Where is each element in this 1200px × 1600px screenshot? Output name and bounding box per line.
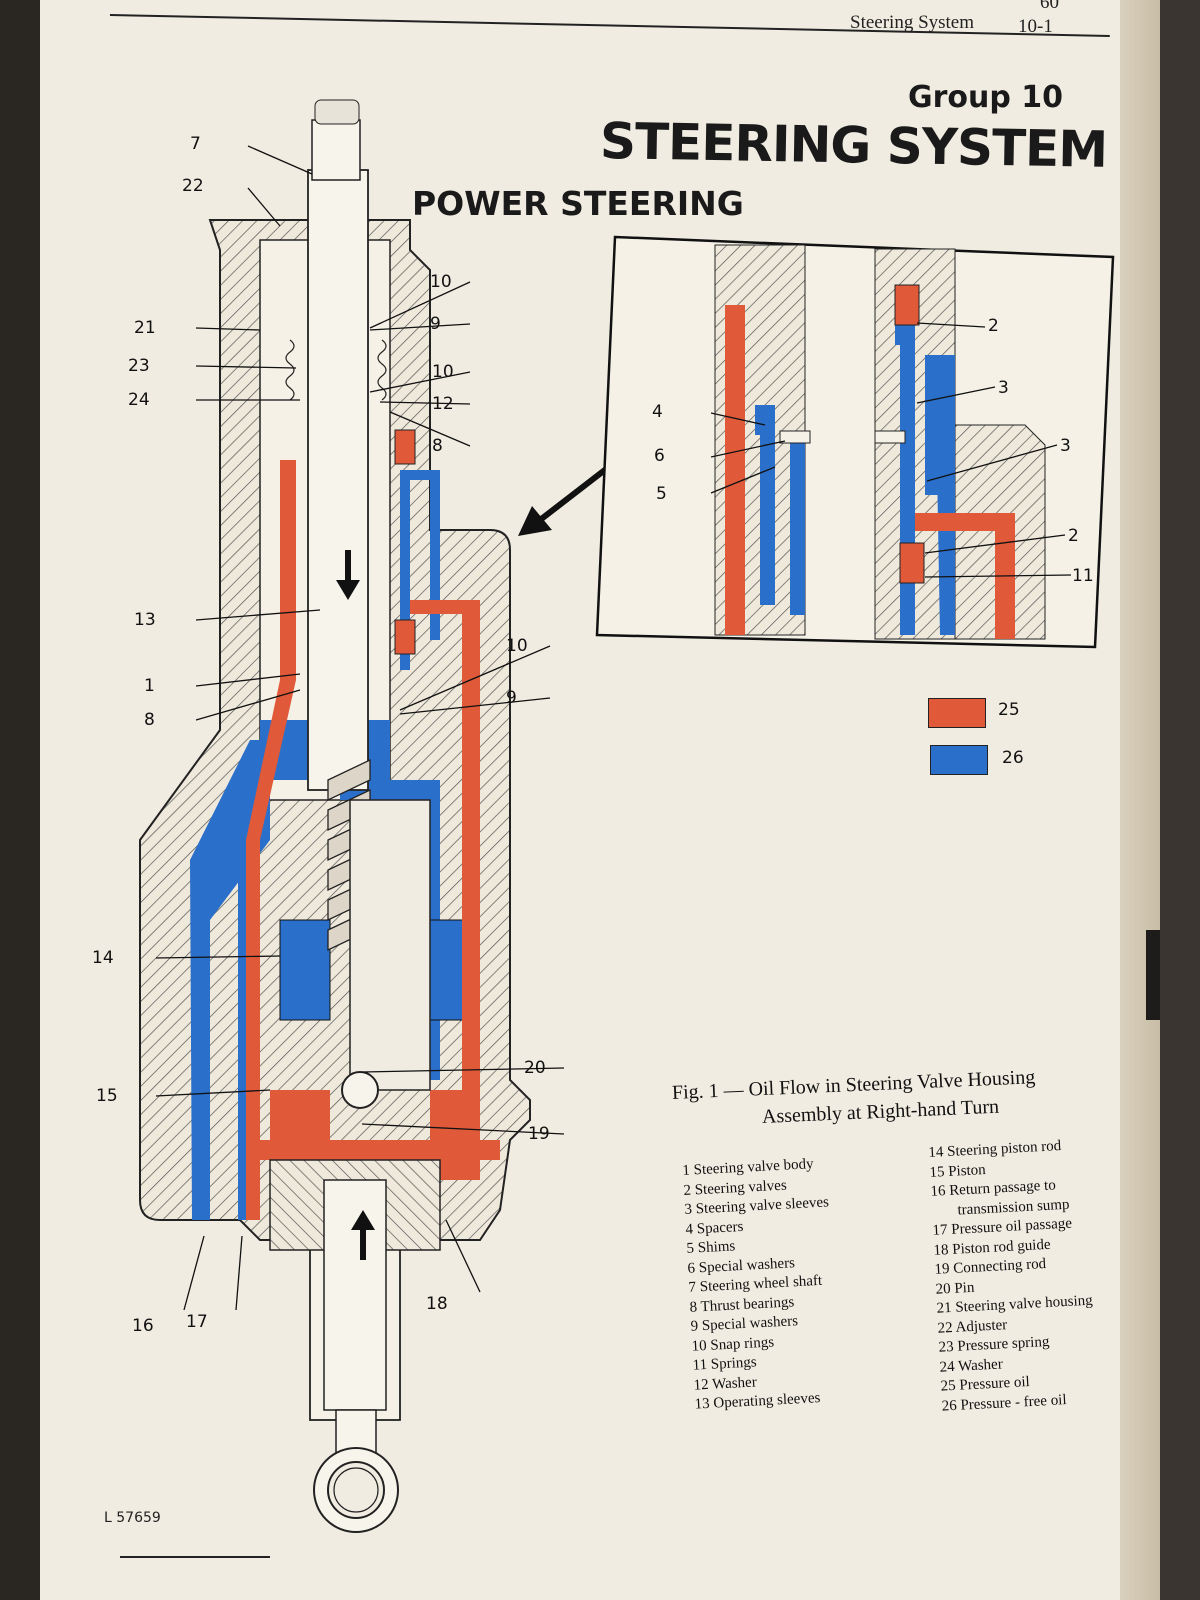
figure-code: L 57659 — [104, 1510, 161, 1526]
swatch-pressure-oil — [928, 698, 986, 728]
manual-page: 60 Steering System 10-1 Group 10 STEERIN… — [40, 0, 1160, 1600]
callout-18: 18 — [426, 1294, 448, 1314]
figure-caption-line2: Assembly at Right-hand Turn — [761, 1095, 1000, 1128]
callout-7: 7 — [190, 134, 201, 154]
page-number: 60 — [1040, 0, 1059, 13]
callout-21: 21 — [134, 318, 156, 338]
inset-callout-2a: 2 — [988, 316, 999, 336]
callout-24: 24 — [128, 390, 150, 410]
callout-9a: 9 — [430, 314, 441, 334]
section-name: Steering System — [850, 12, 975, 33]
book-binding — [0, 0, 40, 1600]
callout-16: 16 — [132, 1316, 154, 1336]
callout-1: 1 — [144, 676, 155, 696]
callout-10b: 10 — [432, 362, 454, 382]
group-label: Group 10 — [908, 80, 1064, 115]
footer-rule — [120, 1556, 270, 1558]
swatch-pressure-free-oil — [930, 745, 988, 775]
steering-valve-cutaway — [139, 99, 565, 1533]
callout-12: 12 — [432, 394, 454, 414]
inset-callout-3b: 3 — [1060, 436, 1071, 456]
inset-callout-5: 5 — [656, 484, 667, 504]
inset-callout-2b: 2 — [1068, 526, 1079, 546]
callout-19: 19 — [528, 1124, 550, 1144]
callout-15: 15 — [96, 1086, 118, 1106]
page-code: 10-1 — [1018, 16, 1053, 37]
swatch-label-26: 26 — [1002, 748, 1024, 768]
section-tab — [1146, 930, 1160, 1020]
inset-pointer-arrow — [518, 463, 612, 536]
callout-22: 22 — [182, 176, 204, 196]
callout-8b: 8 — [144, 710, 155, 730]
page-edge — [1120, 0, 1160, 1600]
callout-8a: 8 — [432, 436, 443, 456]
inset-callout-4: 4 — [652, 402, 663, 422]
callout-17: 17 — [186, 1312, 208, 1332]
subtitle: POWER STEERING — [412, 184, 744, 223]
inset-callout-11: 11 — [1072, 566, 1094, 586]
callout-10c: 10 — [506, 636, 528, 656]
main-title: STEERING SYSTEM — [599, 112, 1108, 179]
callout-13: 13 — [134, 610, 156, 630]
callout-23: 23 — [128, 356, 150, 376]
callout-10a: 10 — [430, 272, 452, 292]
callout-9b: 9 — [506, 688, 517, 708]
valve-detail-inset — [595, 235, 1115, 649]
inset-callout-3a: 3 — [998, 378, 1009, 398]
callout-14: 14 — [92, 948, 114, 968]
callout-20: 20 — [524, 1058, 546, 1078]
swatch-label-25: 25 — [998, 700, 1020, 720]
inset-callout-6: 6 — [654, 446, 665, 466]
